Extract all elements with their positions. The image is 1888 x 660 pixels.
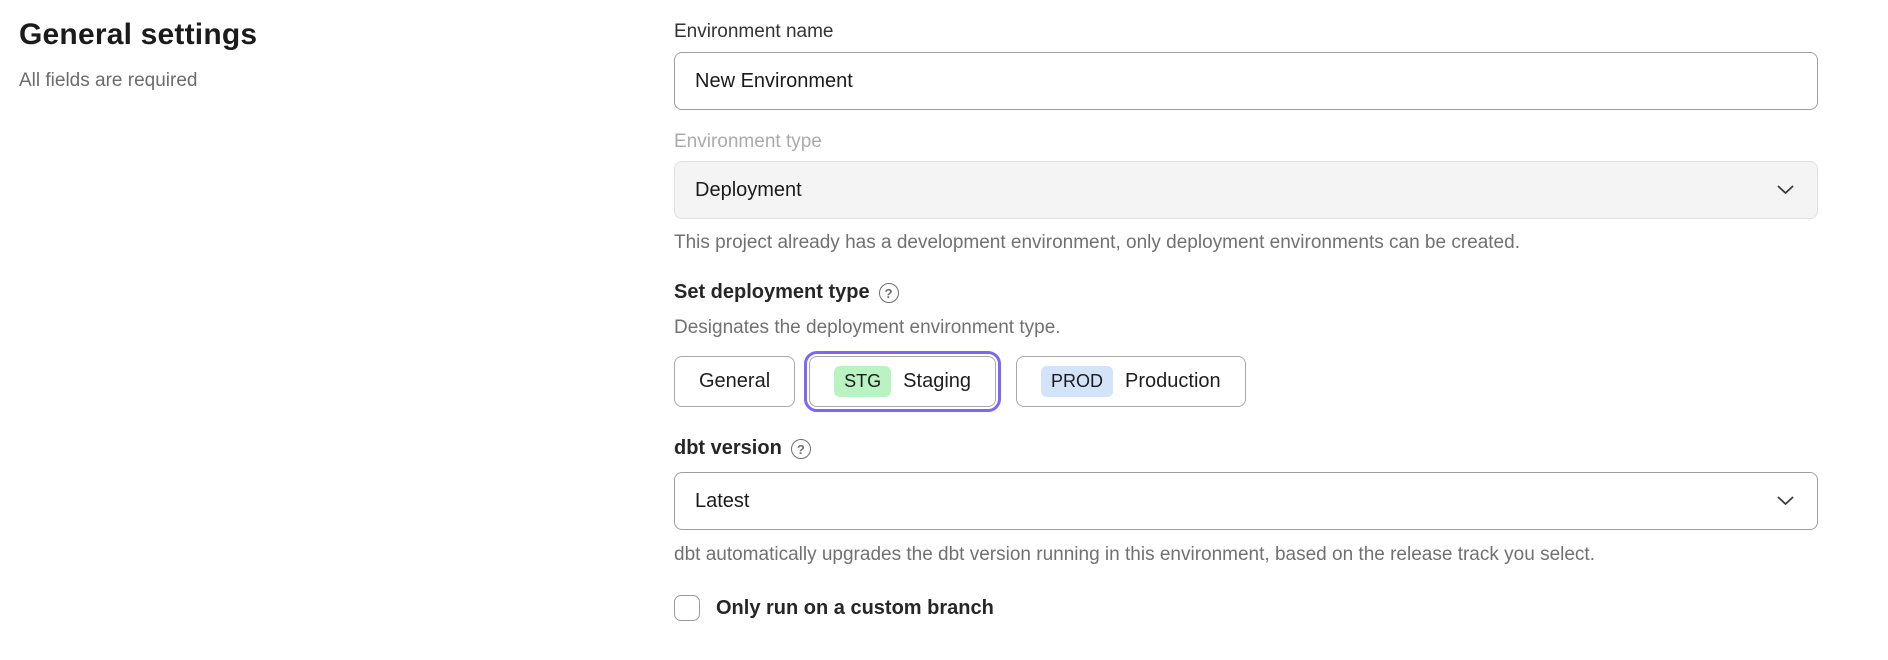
custom-branch-label: Only run on a custom branch [716,596,994,619]
chevron-down-icon [1777,496,1794,505]
environment-type-helper: This project already has a development e… [674,232,1520,253]
deployment-type-staging-button[interactable]: STG Staging [804,351,1002,412]
environment-name-input[interactable] [674,52,1818,110]
chevron-down-icon [1777,185,1794,194]
dbt-version-select[interactable]: Latest [674,472,1818,530]
help-icon[interactable] [878,283,899,303]
prod-badge: PROD [1041,366,1114,397]
help-icon[interactable] [790,439,811,459]
dbt-version-helper: dbt automatically upgrades the dbt versi… [674,544,1595,565]
section-header: General settings All fields are required [0,0,674,660]
custom-branch-row: Only run on a custom branch [674,595,1818,621]
deployment-type-label: Set deployment type [674,281,870,303]
environment-name-label: Environment name [674,21,834,42]
environment-type-value: Deployment [695,178,802,201]
staging-button-label: Staging [903,370,972,392]
settings-form: Environment name Environment type Deploy… [674,0,1853,660]
deployment-type-general-button[interactable]: General [674,356,796,407]
custom-branch-checkbox[interactable] [674,595,700,621]
environment-type-select: Deployment [674,161,1818,219]
dbt-version-section: dbt version [674,436,1818,460]
dbt-version-label: dbt version [674,437,782,459]
dbt-version-value: Latest [695,489,750,512]
environment-type-label: Environment type [674,131,822,152]
deployment-type-helper: Designates the deployment environment ty… [674,317,1061,338]
deployment-type-production-button[interactable]: PROD Production [1016,356,1246,407]
page-subtitle: All fields are required [19,70,198,91]
production-button-label: Production [1125,370,1221,392]
deployment-type-options: General STG Staging PROD Production [674,351,1818,412]
general-button-label: General [699,370,771,392]
deployment-type-section: Set deployment type [674,280,1818,304]
stg-badge: STG [834,366,892,397]
page-title: General settings [19,18,258,51]
